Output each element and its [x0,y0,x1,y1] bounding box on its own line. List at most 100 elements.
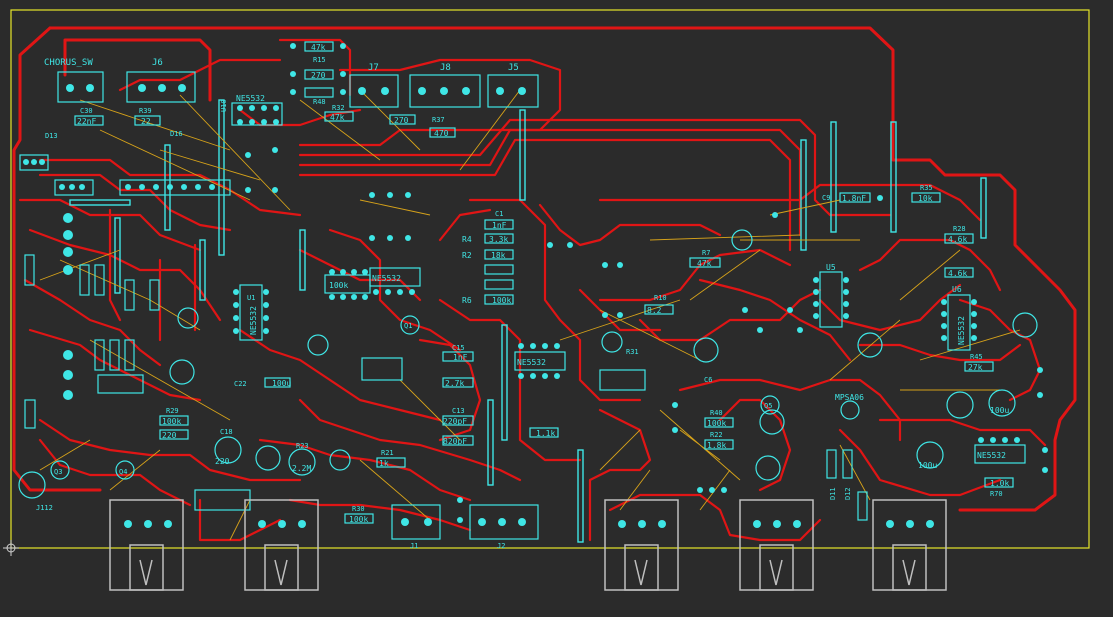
jack-3[interactable] [604,499,679,591]
resistors-right-center: 47k R7 8.2 R10 100k R40 1.8k R22 [644,249,734,450]
chorus-sw-label: CHORUS_SW [44,58,93,68]
c15-ref: C15 [452,344,465,352]
ic-u2[interactable]: 100k [324,269,371,300]
c13-value: 220pF [443,417,467,426]
c9-ref: C9 [822,194,830,202]
r7-value: 47k [697,259,712,268]
connector-j8[interactable]: J8 [409,63,481,108]
electrolytic-caps: 220 C18 2.2M R23 C6 100u 100u R31 [18,229,1038,499]
d16-ref: D16 [170,130,183,138]
c30-ref: C30 [80,107,93,115]
u2-r23-value: 100k [329,281,348,290]
connector-j1[interactable]: J1 [391,504,441,550]
crosshair-icon [3,540,19,556]
r70-value: 100k [349,515,368,524]
connector-j7[interactable]: J7 [349,63,399,108]
j7-label: J7 [368,63,379,73]
r6-value: 8.2 [647,306,662,315]
c13-ref: C13 [452,407,465,415]
r28-ref: R28 [953,225,966,233]
ic-u6[interactable]: NE5532 U6 [941,285,977,351]
u1-ref: U1 [247,294,255,302]
u3-value: NE5532 [372,274,401,283]
r10-ref: R6 [462,296,472,305]
r22-ref: R45 [970,353,983,361]
c14-value: 820pF [443,437,467,446]
copper-traces [12,26,1077,542]
c9-value: 1.8nF [842,194,866,203]
c8-ref: C6 [704,376,712,384]
u5-ref: U5 [826,263,836,272]
u10-value: NE5532 [236,94,265,103]
r39-ref: R39 [139,107,152,115]
r39-value: 22 [141,117,151,126]
r7-ref: R7 [702,249,710,257]
u6-value: NE5532 [957,316,966,345]
ic-u8[interactable]: NE5532 [514,343,566,379]
resistor-column-center: 1nF C1 3.3k R4 18k R2 100k R6 [462,210,514,305]
connector-j6[interactable]: J6 [126,58,196,103]
c18-ref: R23 [296,442,309,450]
jack-4[interactable] [739,499,814,591]
q5-ref: Q5 [764,402,772,410]
j5-label: J5 [508,63,519,73]
r35-value: 10k [918,194,933,203]
audio-jacks [109,499,947,591]
r30-value: 100k [162,417,181,426]
r17-value: 2.7k [445,379,464,388]
parts-bottom-center: 100k R30 1k R21 1.1k 100k R29 220 100u C… [159,357,646,524]
c30-r39: 22nF C30 22 R39 D13 D16 [45,107,183,140]
ic-u10[interactable]: NE5532 U10 [220,94,283,126]
r41-ref: R40 [710,409,723,417]
j2-ref: J2 [497,542,505,550]
jack-1[interactable] [109,499,184,591]
jack-2[interactable] [244,499,319,591]
r32-ref: R32 [332,104,345,112]
u8-value: NE5532 [517,358,546,367]
board-outline [10,9,1090,549]
r40-value: 1.8k [707,441,726,450]
pin-headers-left [19,154,231,400]
c18-value: 2.2M [292,464,311,473]
d12-ref: D12 [844,487,852,500]
j8-label: J8 [440,63,451,73]
transistors: Q3 Q4 Q1 Q5 MPSA06 [50,315,864,480]
r4-ref: R4 [462,235,472,244]
ic-u1[interactable]: NE5532 U1 [233,284,269,341]
r21-value: 100u [272,379,291,388]
r10-value: 100k [492,296,511,305]
c30-value: 22nF [77,117,96,126]
resistor-stack-top: 47k R15 270 R48 [290,41,346,106]
r15-ref: R15 [313,56,326,64]
u1-value: NE5532 [249,306,258,335]
r31-value: 1.1k [536,429,555,438]
ic-u11[interactable]: NE5532 [974,437,1026,464]
r22-value: 27k [968,363,983,372]
connector-j2[interactable]: J2 [469,504,539,550]
ic-u3[interactable]: NE5532 [369,267,421,295]
r37-value: 470 [434,129,449,138]
j112-ref: J112 [36,504,53,512]
c1-value: 1nF [492,221,507,230]
r26-value: 4.6k [948,269,967,278]
connector-chorus-sw[interactable]: CHORUS_SW [44,58,104,103]
jack-5[interactable] [872,499,947,591]
c15-value: 1nF [453,353,468,362]
r29-value: 220 [162,431,177,440]
r2-ref: R2 [462,251,472,260]
ic-u5[interactable]: U5 [813,263,849,328]
connector-j5[interactable]: J5 [487,63,539,108]
j6-label: J6 [152,58,163,68]
header-bars [69,99,987,543]
c23-value: 100u [990,406,1009,415]
q3-ref: Q3 [54,468,62,476]
r30-ref: R29 [166,407,179,415]
c27-ref: C18 [220,428,233,436]
r6-ref: R10 [654,294,667,302]
resistor-stack-left [24,254,251,511]
r70-ref: R30 [352,505,365,513]
r2-value: 18k [491,251,506,260]
misc-pads [245,147,1048,523]
